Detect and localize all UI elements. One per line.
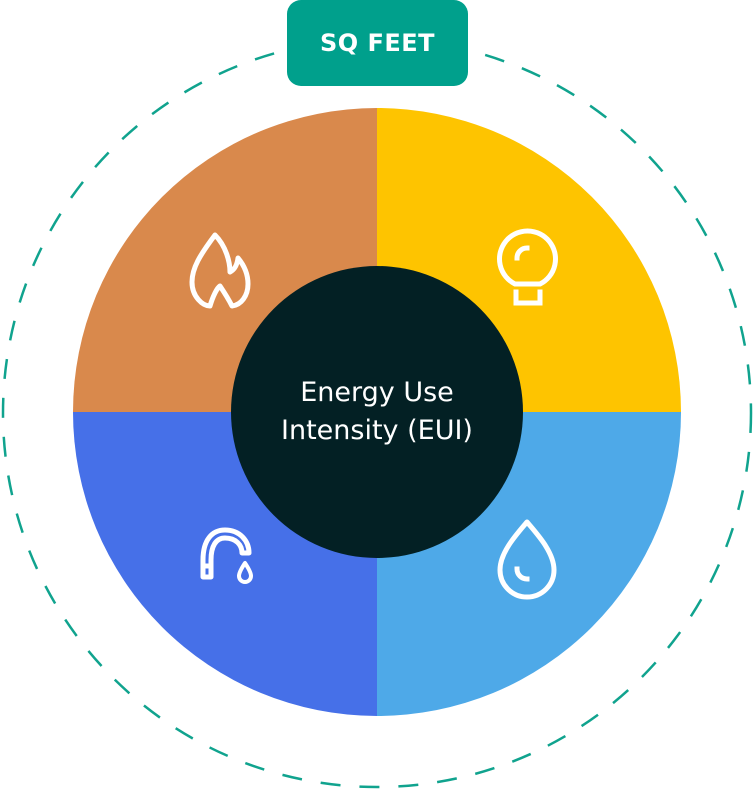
faucet-icon <box>200 527 253 584</box>
center-circle <box>231 266 523 558</box>
flame-icon <box>189 232 251 309</box>
center-label: Energy Use Intensity (EUI) <box>231 266 523 558</box>
sq-feet-badge: SQ FEET <box>287 0 468 86</box>
center-label-line2: Intensity (EUI) <box>281 415 473 446</box>
center-label-line1: Energy Use <box>300 377 454 408</box>
water-drop-icon <box>497 519 557 600</box>
lightbulb-icon <box>497 228 558 306</box>
